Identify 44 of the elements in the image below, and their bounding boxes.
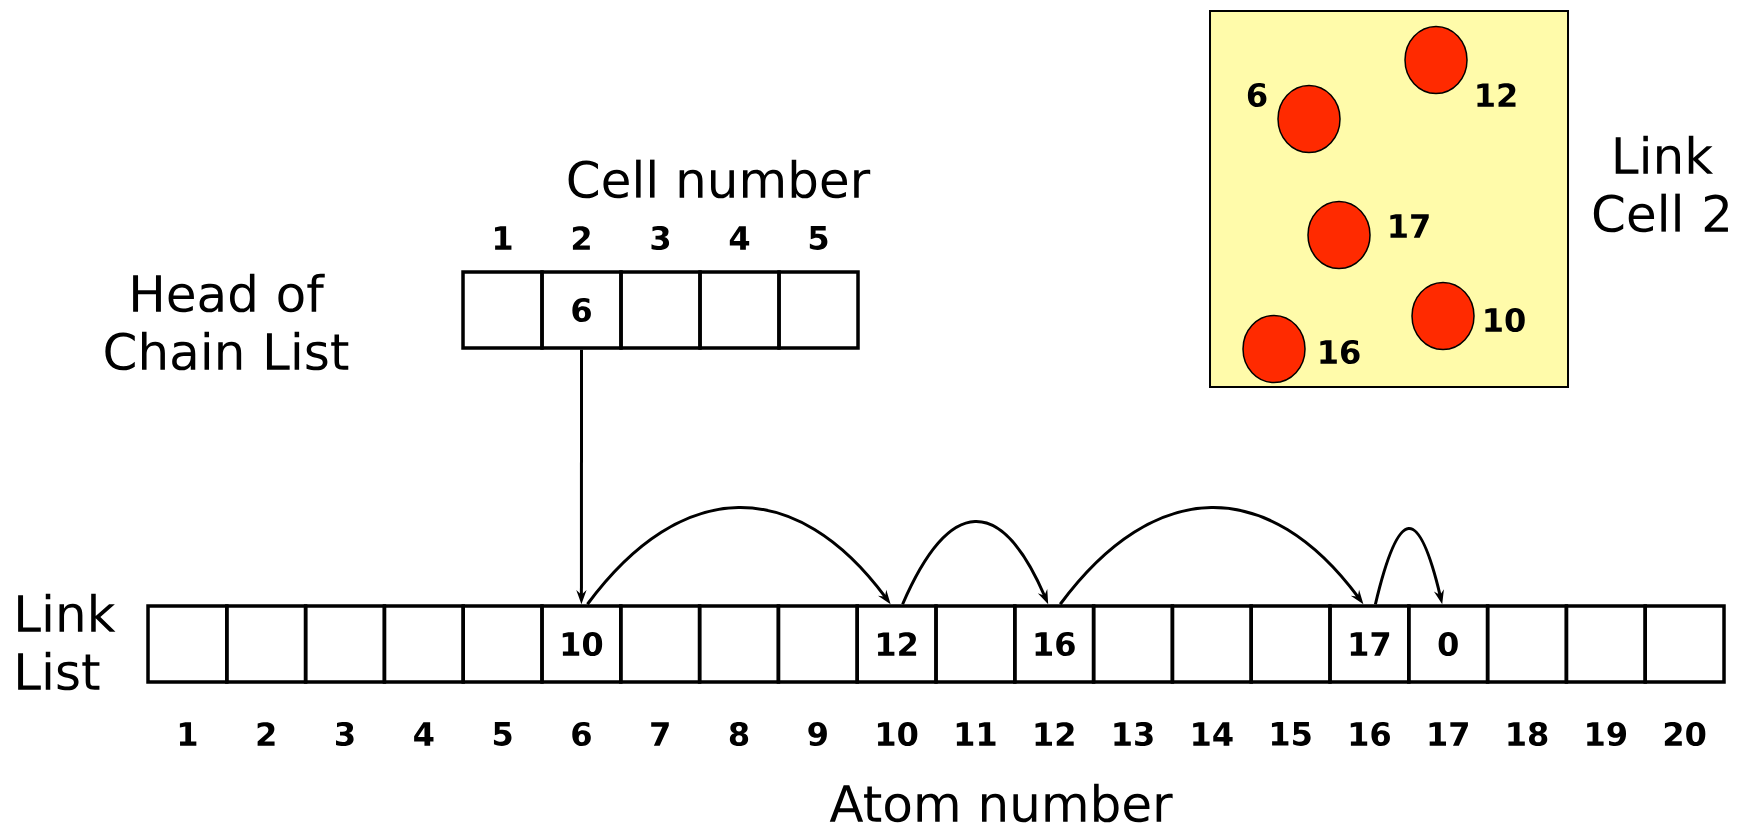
index-number: 12 [1035,722,1074,746]
index-number: 5 [809,226,828,250]
index-number: 17 [1429,722,1468,746]
row-label: Link List [18,593,116,691]
index-number: 9 [808,721,827,747]
index-number: 16 [1350,721,1390,747]
index-number: 11 [956,722,996,746]
axis-title: Cell number [568,159,871,199]
list-cell: 16 [1013,604,1096,684]
atom-number: 16 [1320,339,1360,365]
list-cell: 6 [540,270,623,350]
index-number: 5 [493,722,512,746]
index-number: 3 [651,225,670,251]
list-cell [1643,604,1726,684]
atom-number: 12 [1477,83,1516,107]
index-number: 4 [729,226,750,250]
list-cell: 17 [1328,604,1411,684]
index-number: 7 [651,722,669,746]
index-number: 18 [1508,721,1548,747]
atom-number: 6 [1247,82,1267,108]
index-number: 20 [1664,721,1706,747]
axis-title: Atom number [829,783,1173,823]
index-number: 4 [414,722,434,746]
index-number: 2 [572,226,590,250]
arrow [1373,527,1444,605]
index-number: 14 [1193,722,1233,746]
index-number: 6 [572,721,591,747]
node-label: Link Cell 2 [1593,135,1728,233]
index-number: 2 [257,722,275,746]
list-cell: 12 [855,604,938,684]
index-number: 3 [336,721,354,747]
row-label: Head of Chain List [105,273,349,371]
list-cell: 10 [540,604,623,684]
index-number: 13 [1114,721,1153,747]
index-number: 1 [179,722,197,746]
atom-number: 10 [1485,307,1525,333]
index-number: 8 [729,721,749,747]
atom-number: 17 [1390,214,1429,238]
list-cell [777,270,860,350]
list-cell: 0 [1407,604,1490,684]
index-number: 19 [1587,721,1627,747]
index-number: 10 [877,721,918,747]
index-number: 1 [495,226,512,250]
index-number: 15 [1271,722,1311,746]
